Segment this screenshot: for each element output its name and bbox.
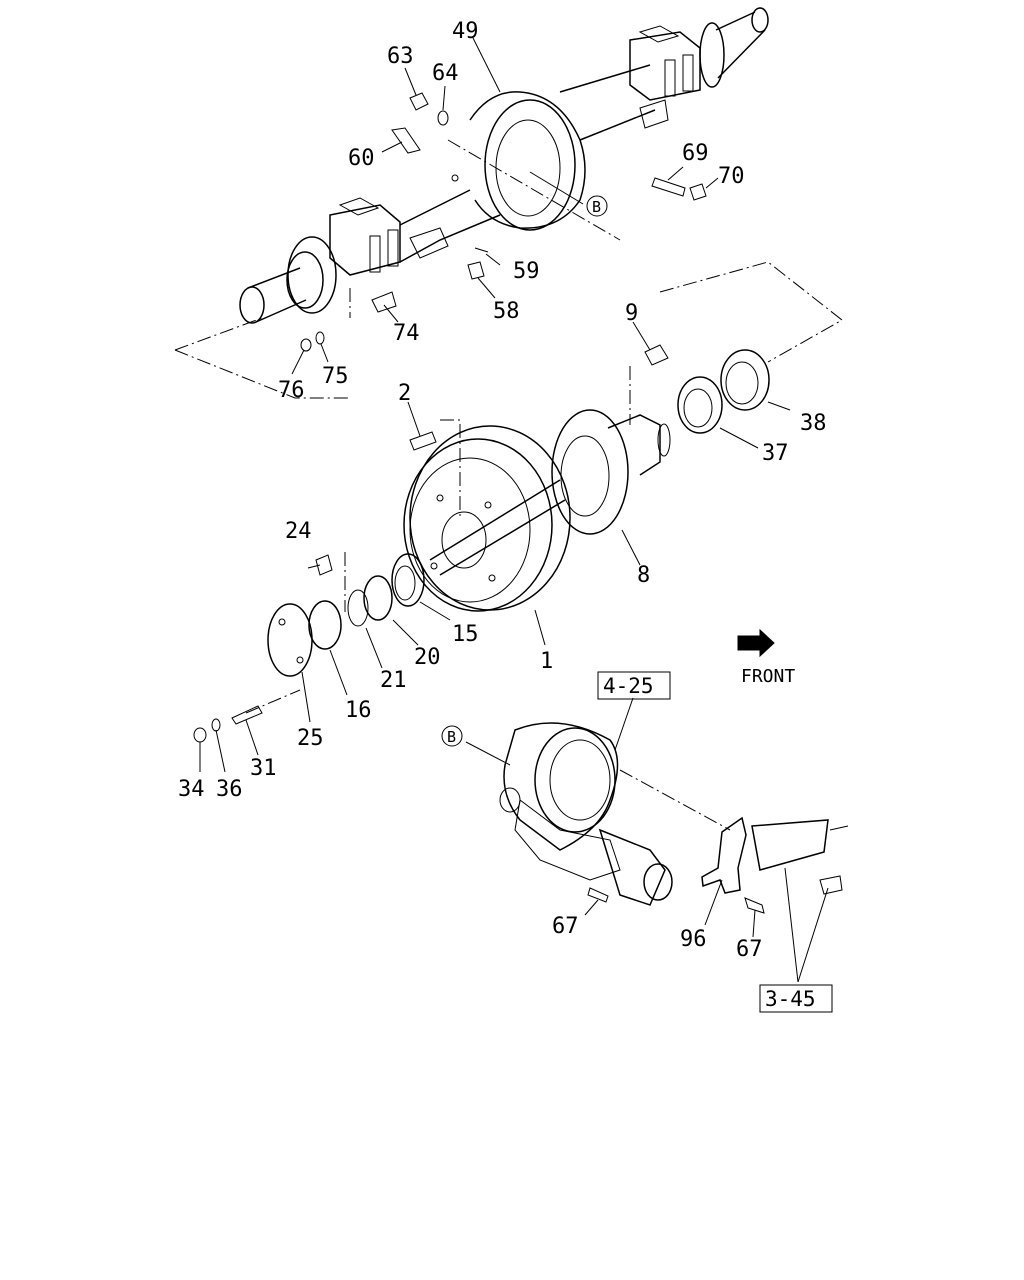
ref-4-25-text: 4-25 xyxy=(603,674,654,698)
leader-lines xyxy=(199,37,829,983)
label-15: 15 xyxy=(452,622,479,647)
ref-3-45-text: 3-45 xyxy=(765,987,816,1011)
part-labels: 49 63 64 60 69 70 59 58 74 9 76 75 2 38 … xyxy=(178,19,827,962)
label-25: 25 xyxy=(297,726,324,751)
marker-b-top-text: B xyxy=(592,198,601,216)
label-63: 63 xyxy=(387,44,414,69)
label-8: 8 xyxy=(637,563,650,588)
reference-4-25: 4-25 xyxy=(597,671,671,700)
front-label: FRONT xyxy=(741,666,795,687)
guide-lines xyxy=(174,139,843,831)
marker-b-diff: B xyxy=(441,725,463,747)
label-31: 31 xyxy=(250,756,277,781)
label-37: 37 xyxy=(762,441,789,466)
label-67-left: 67 xyxy=(552,914,579,939)
label-38: 38 xyxy=(800,411,827,436)
label-59: 59 xyxy=(513,259,540,284)
marker-b-top: B xyxy=(586,195,608,217)
reference-3-45: 3-45 xyxy=(759,984,833,1013)
label-1: 1 xyxy=(540,649,553,674)
front-indicator: FRONT xyxy=(737,628,795,687)
bracket-96 xyxy=(701,816,849,914)
label-60: 60 xyxy=(348,146,375,171)
label-21: 21 xyxy=(380,668,407,693)
differential-carrier xyxy=(499,722,673,906)
label-9: 9 xyxy=(625,301,638,326)
label-36: 36 xyxy=(216,777,243,802)
label-76: 76 xyxy=(278,378,305,403)
label-2: 2 xyxy=(398,381,411,406)
axle-housing xyxy=(239,7,769,324)
label-69: 69 xyxy=(682,141,709,166)
front-arrow-icon xyxy=(737,628,775,658)
label-58: 58 xyxy=(493,299,520,324)
label-49: 49 xyxy=(452,19,479,44)
label-64: 64 xyxy=(432,61,459,86)
label-34: 34 xyxy=(178,777,205,802)
hub-parts xyxy=(193,431,437,743)
marker-b-diff-text: B xyxy=(447,728,456,746)
label-24: 24 xyxy=(285,519,312,544)
label-74: 74 xyxy=(393,321,420,346)
label-20: 20 xyxy=(414,645,441,670)
axle-shaft xyxy=(429,409,671,576)
label-75: 75 xyxy=(322,364,349,389)
fasteners-top xyxy=(300,92,707,352)
label-67-right: 67 xyxy=(736,937,763,962)
brake-drum xyxy=(403,425,571,612)
label-70: 70 xyxy=(718,164,745,189)
label-16: 16 xyxy=(345,698,372,723)
bearings-38-37 xyxy=(644,344,770,434)
label-96: 96 xyxy=(680,927,707,952)
